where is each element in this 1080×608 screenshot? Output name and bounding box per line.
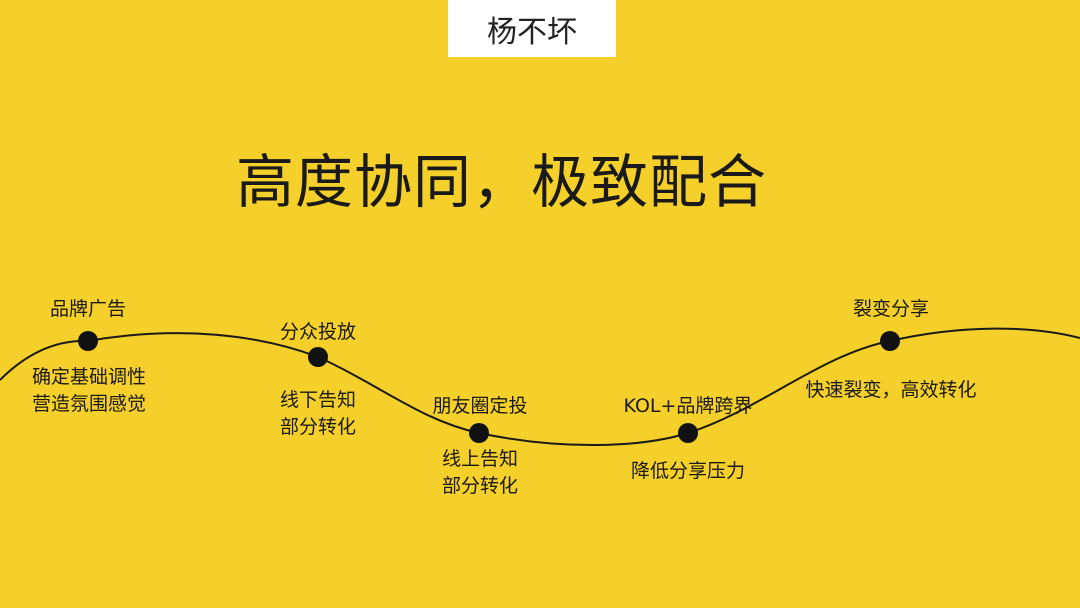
stage-desc-1: 确定基础调性 营造氛围感觉 [32,364,146,418]
stage-dot-1 [78,331,98,351]
stage-desc-3-line-1: 线上告知 [441,448,519,470]
stage-dot-2 [308,347,328,367]
stage-label-4: KOL+品牌跨界 [623,395,753,417]
stage-dot-4 [678,423,698,443]
stage-desc-2-line-2: 部分转化 [279,416,357,438]
stage-desc-5-line-1: 快速裂变，高效转化 [805,379,977,401]
stage-label-1: 品牌广告 [49,298,127,320]
stage-desc-2-line-1: 线下告知 [279,389,357,411]
stage-dot-3 [469,423,489,443]
stage-desc-4: 降低分享压力 [631,458,745,485]
stage-label-5: 裂变分享 [852,298,930,320]
stage-desc-3-line-2: 部分转化 [441,475,519,497]
stage-label-3: 朋友圈定投 [432,395,528,417]
stage-desc-5: 快速裂变，高效转化 [805,377,976,404]
stage-label-2: 分众投放 [279,321,357,343]
page-title: 高度协同，极致配合 [236,148,768,216]
stage-desc-2: 线下告知 部分转化 [280,387,356,441]
stage-desc-1-line-1: 确定基础调性 [31,366,147,388]
stage-desc-1-line-2: 营造氛围感觉 [31,393,147,415]
stage-desc-4-line-1: 降低分享压力 [630,460,746,482]
brand-box: 杨不坏 [448,0,616,57]
stage-dot-5 [880,331,900,351]
stage-desc-3: 线上告知 部分转化 [442,446,518,500]
brand-name: 杨不坏 [487,14,577,50]
